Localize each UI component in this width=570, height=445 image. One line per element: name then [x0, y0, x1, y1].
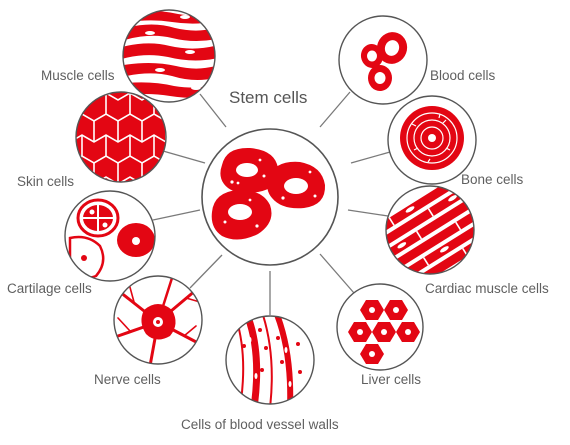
cartilage-cells-icon: [64, 190, 156, 282]
connector-cartilage: [152, 209, 201, 221]
cardiac-muscle-cells-icon: [385, 185, 475, 275]
blood-cells-icon: [338, 15, 428, 105]
liver-cells-icon: [336, 283, 424, 371]
connector-nerve: [189, 254, 223, 289]
connector-cardiac: [347, 209, 389, 217]
muscle-cells-label: Muscle cells: [41, 68, 115, 83]
stem-cells-label: Stem cells: [229, 88, 308, 107]
liver-cells-label: Liver cells: [361, 372, 422, 387]
muscle-cells-icon: [122, 9, 216, 103]
skin-cells-label: Skin cells: [17, 174, 75, 189]
bone-cells-label: Bone cells: [461, 172, 524, 187]
connector-muscle: [199, 93, 227, 128]
connector-liver: [319, 253, 355, 294]
blood-vessel-wall-cells-icon: [225, 315, 315, 405]
vessel-cells-label: Cells of blood vessel walls: [181, 417, 339, 432]
connector-lines: [152, 91, 391, 315]
connector-bone: [350, 151, 391, 164]
cartilage-cells-label: Cartilage cells: [7, 281, 92, 296]
nerve-cells-icon: [113, 275, 203, 365]
blood-cells-label: Blood cells: [430, 68, 496, 83]
skin-cells-icon: [75, 91, 167, 183]
stem-cell-shapes: [211, 147, 326, 240]
cardiac-muscle-cells-label: Cardiac muscle cells: [425, 281, 549, 296]
connector-blood: [319, 91, 351, 128]
connector-skin: [162, 150, 206, 164]
bone-cells-icon: [387, 95, 477, 185]
nerve-cells-label: Nerve cells: [94, 372, 161, 387]
stem-cells-circle: [201, 128, 339, 266]
